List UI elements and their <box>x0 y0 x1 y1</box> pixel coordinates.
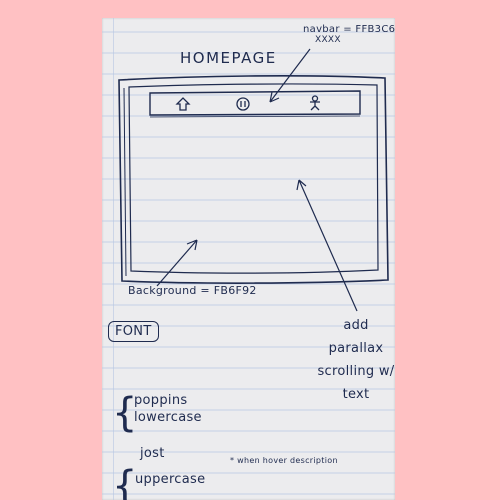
navbar-arrow <box>269 48 311 103</box>
background-arrow <box>156 239 198 287</box>
navbar-lower-edge <box>149 115 361 118</box>
font-uppercase-note: uppercase <box>135 472 206 487</box>
background-color-note: Background = FB6F92 <box>128 284 257 297</box>
page-frame-outer <box>118 75 389 284</box>
hover-description-note: * when hover description <box>230 456 338 465</box>
frame-left-stroke <box>123 87 127 277</box>
brace-poppins: { <box>112 390 138 436</box>
page-frame-inner <box>128 83 379 274</box>
page-title: HOMEPAGE <box>180 49 277 67</box>
person-icon <box>310 95 320 111</box>
wireframe-sketch <box>102 31 395 495</box>
home-icon <box>175 97 191 111</box>
parallax-arrow <box>296 179 358 312</box>
scribbled-out-text: XXXX <box>315 35 341 45</box>
font-label: FONT <box>108 321 159 342</box>
navbar-color-note: navbar = FFB3C6 <box>303 24 395 35</box>
parallax-note: add parallax scrolling w/ text <box>317 318 395 402</box>
font-jost-note: jost <box>140 446 165 461</box>
center-icon <box>236 97 250 111</box>
margin-line <box>113 18 114 500</box>
navbar-sketch <box>149 90 361 116</box>
brace-jost: { <box>112 463 138 500</box>
font-poppins-note: poppins lowercase <box>134 393 202 425</box>
notebook-paper: HOMEPAGE navbar = FFB3C6 XXXX Background… <box>102 18 395 500</box>
